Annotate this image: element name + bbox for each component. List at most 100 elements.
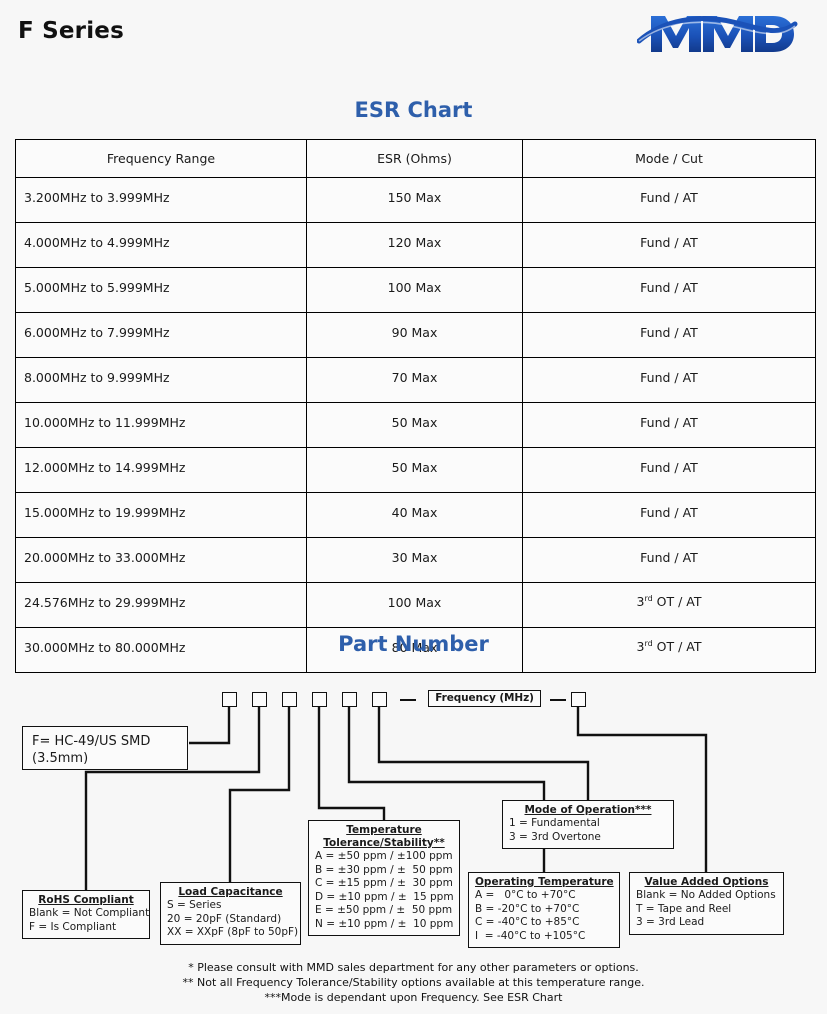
temperature-tolerance-line: C = ±15 ppm / ± 30 ppm	[315, 877, 453, 889]
frequency-field[interactable]: Frequency (MHz)	[428, 690, 541, 707]
cell-esr-ohms: 120 Max	[306, 222, 523, 268]
footnotes: * Please consult with MMD sales departme…	[0, 960, 827, 1005]
operating-temperature-line: B = -20°C to +70°C	[475, 902, 580, 915]
load-capacitance-line: 20 = 20pF (Standard)	[167, 912, 282, 925]
temperature-tolerance-line: D = ±10 ppm / ± 15 ppm	[315, 890, 454, 903]
temperature-tolerance-legend-box: Temperature Tolerance/Stability** A = ±5…	[308, 820, 460, 936]
cell-mode-cut: 3rd OT / AT	[522, 627, 816, 673]
cell-frequency-range: 5.000MHz to 5.999MHz	[15, 267, 307, 313]
temperature-tolerance-legend-title-line2: Tolerance/Stability**	[315, 837, 453, 850]
part-number-slot-1[interactable]	[222, 692, 237, 707]
package-line-1: F= HC-49/US SMD	[32, 734, 151, 749]
operating-temperature-legend-title: Operating Temperature	[475, 876, 614, 888]
cell-mode-cut: Fund / AT	[522, 537, 816, 583]
operating-temperature-line: I = -40°C to +105°C	[475, 929, 586, 942]
value-added-options-legend-box: Value Added Options Blank = No Added Opt…	[629, 872, 784, 935]
part-number-slot-3[interactable]	[282, 692, 297, 707]
column-header-frequency-range: Frequency Range	[15, 139, 307, 178]
cell-mode-cut: Fund / AT	[522, 447, 816, 493]
cell-mode-cut: Fund / AT	[522, 402, 816, 448]
cell-esr-ohms: 50 Max	[306, 447, 523, 493]
temperature-tolerance-legend-title-line1: Temperature	[346, 824, 422, 836]
cell-frequency-range: 12.000MHz to 14.999MHz	[15, 447, 307, 493]
load-capacitance-legend-box: Load Capacitance S = Series 20 = 20pF (S…	[160, 882, 301, 945]
part-number-slot-4[interactable]	[312, 692, 327, 707]
cell-frequency-range: 24.576MHz to 29.999MHz	[15, 582, 307, 628]
operating-temperature-legend-box: Operating Temperature A = 0°C to +70°C B…	[468, 872, 620, 948]
mode-of-operation-title-stars: ***	[635, 804, 652, 816]
part-number-title: Part Number	[338, 632, 489, 656]
esr-chart-title: ESR Chart	[354, 98, 473, 122]
mode-of-operation-line: 3 = 3rd Overtone	[509, 830, 601, 843]
cell-mode-cut: Fund / AT	[522, 177, 816, 223]
rohs-line: Blank = Not Compliant	[29, 907, 150, 919]
cell-frequency-range: 20.000MHz to 33.000MHz	[15, 537, 307, 583]
table-header-row: Frequency Range ESR (Ohms) Mode / Cut	[15, 139, 816, 178]
cell-frequency-range: 8.000MHz to 9.999MHz	[15, 357, 307, 403]
column-header-esr-ohms: ESR (Ohms)	[306, 139, 523, 178]
cell-mode-cut: Fund / AT	[522, 312, 816, 358]
cell-esr-ohms: 100 Max	[306, 267, 523, 313]
value-added-options-line: T = Tape and Reel	[636, 902, 732, 915]
temperature-tolerance-line: E = ±50 ppm / ± 50 ppm	[315, 904, 453, 916]
cell-mode-cut: Fund / AT	[522, 222, 816, 268]
temperature-tolerance-line: A = ±50 ppm / ±100 ppm	[315, 850, 453, 862]
value-added-options-line: Blank = No Added Options	[636, 889, 776, 901]
cell-mode-cut: Fund / AT	[522, 357, 816, 403]
operating-temperature-line: A = 0°C to +70°C	[475, 889, 576, 901]
separator-dash-2	[550, 699, 566, 701]
cell-frequency-range: 15.000MHz to 19.999MHz	[15, 492, 307, 538]
page-title: F Series	[18, 18, 124, 44]
cell-frequency-range: 6.000MHz to 7.999MHz	[15, 312, 307, 358]
cell-esr-ohms: 100 Max	[306, 582, 523, 628]
mode-of-operation-legend-box: Mode of Operation*** 1 = Fundamental 3 =…	[502, 800, 674, 849]
temperature-tolerance-line: B = ±30 ppm / ± 50 ppm	[315, 863, 453, 876]
cell-frequency-range: 4.000MHz to 4.999MHz	[15, 222, 307, 268]
rohs-legend-box: RoHS Compliant Blank = Not Compliant F =…	[22, 890, 150, 939]
cell-esr-ohms: 90 Max	[306, 312, 523, 358]
footnote-2: ** Not all Frequency Tolerance/Stability…	[182, 976, 645, 989]
load-capacitance-line: XX = XXpF (8pF to 50pF)	[167, 926, 299, 938]
cell-esr-ohms: 30 Max	[306, 537, 523, 583]
temperature-tolerance-line: N = ±10 ppm / ± 10 ppm	[315, 917, 454, 930]
column-header-mode-cut: Mode / Cut	[522, 139, 816, 178]
mode-of-operation-line: 1 = Fundamental	[509, 817, 600, 829]
part-number-slot-5[interactable]	[342, 692, 357, 707]
mmd-logo-icon	[636, 8, 799, 60]
part-number-slot-2[interactable]	[252, 692, 267, 707]
part-number-slot-7[interactable]	[571, 692, 586, 707]
cell-mode-cut: Fund / AT	[522, 492, 816, 538]
cell-mode-cut: Fund / AT	[522, 267, 816, 313]
cell-esr-ohms: 150 Max	[306, 177, 523, 223]
footnote-3: ***Mode is dependant upon Frequency. See…	[264, 991, 563, 1004]
cell-esr-ohms: 80 Max	[306, 627, 523, 673]
cell-esr-ohms: 50 Max	[306, 402, 523, 448]
cell-esr-ohms: 40 Max	[306, 492, 523, 538]
separator-dash-1	[400, 699, 416, 701]
rohs-legend-title: RoHS Compliant	[38, 894, 134, 906]
footnote-1: * Please consult with MMD sales departme…	[188, 961, 639, 974]
load-capacitance-legend-title: Load Capacitance	[178, 886, 283, 898]
value-added-options-line: 3 = 3rd Lead	[636, 916, 705, 928]
page-header: F Series	[0, 0, 827, 70]
cell-frequency-range: 3.200MHz to 3.999MHz	[15, 177, 307, 223]
value-added-options-legend-title: Value Added Options	[644, 876, 769, 888]
package-legend-box: F= HC-49/US SMD (3.5mm)	[22, 726, 188, 770]
part-number-slot-6[interactable]	[372, 692, 387, 707]
mode-of-operation-legend-title: Mode of Operation***	[509, 804, 667, 817]
temperature-tolerance-title-text: Tolerance/Stability	[323, 837, 434, 849]
mode-of-operation-title-text: Mode of Operation	[524, 804, 636, 816]
cell-mode-cut: 3rd OT / AT	[522, 582, 816, 628]
operating-temperature-line: C = -40°C to +85°C	[475, 916, 580, 928]
rohs-line: F = Is Compliant	[29, 920, 117, 933]
part-number-diagram: Frequency (MHz) F= HC-49/US SMD (3.5mm) …	[0, 660, 827, 1014]
